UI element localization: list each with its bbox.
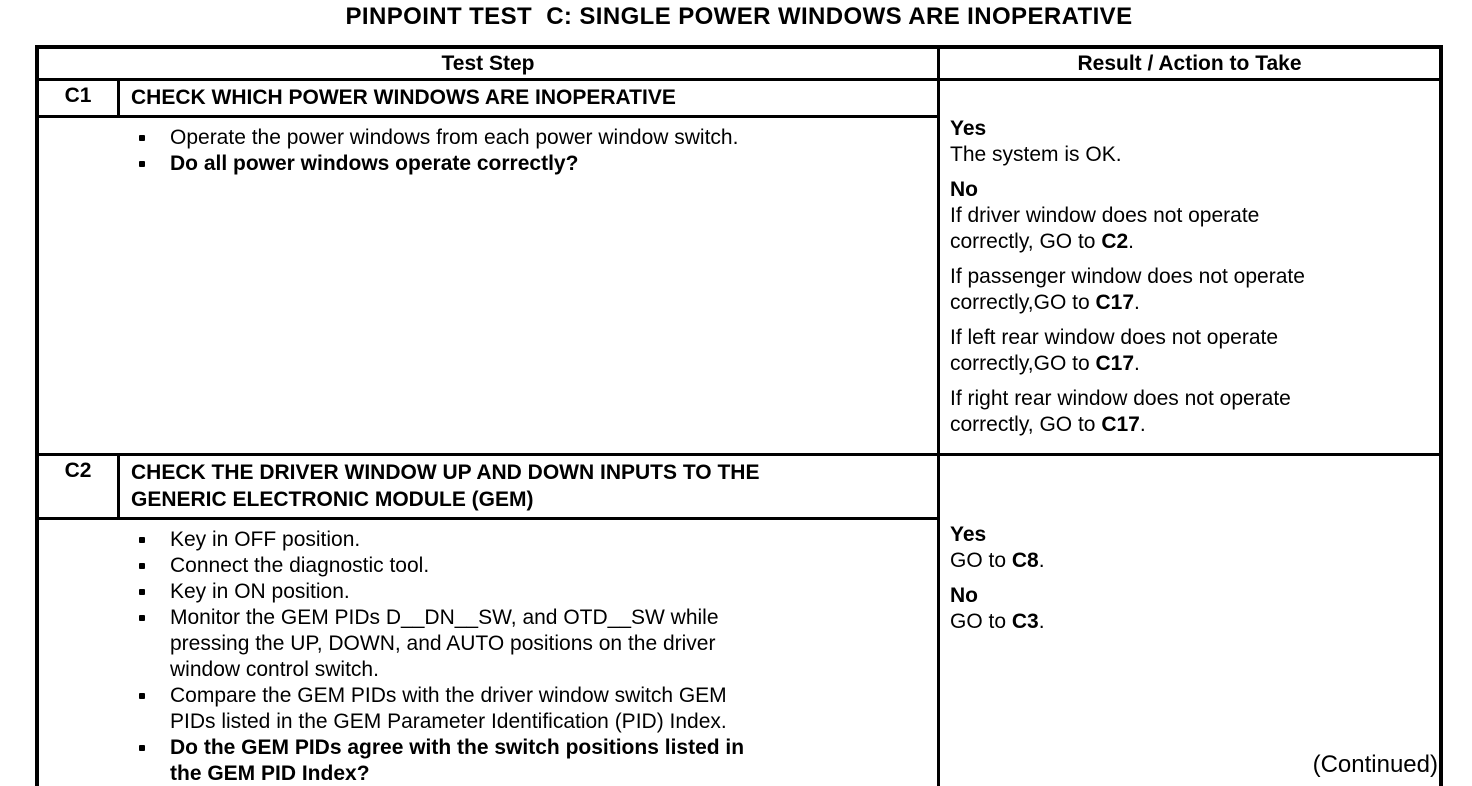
test-step-cell: C1 CHECK WHICH POWER WINDOWS ARE INOPERAT… xyxy=(39,81,940,453)
step-id: C2 xyxy=(39,456,120,517)
result-label: Yes xyxy=(950,117,987,140)
instruction-text: Key in OFF position. xyxy=(170,528,361,551)
instruction-text: Compare the GEM PIDs with the driver win… xyxy=(170,684,727,733)
result-segment: . xyxy=(1134,291,1140,314)
result-segment: . xyxy=(1038,610,1045,633)
step-header: C1 CHECK WHICH POWER WINDOWS ARE INOPERAT… xyxy=(39,81,937,118)
step-reference: C17 xyxy=(1095,291,1135,314)
result-block: No If driver window does not operate corr… xyxy=(950,177,1409,438)
result-segment: If passenger window does not operate cor… xyxy=(950,265,1305,314)
step-instructions: Operate the power windows from each powe… xyxy=(39,118,937,426)
result-segment: . xyxy=(1038,549,1045,572)
step-id: C1 xyxy=(39,81,120,115)
result-segment: GO to xyxy=(950,610,1012,633)
instruction-item: Key in ON position. xyxy=(39,579,937,605)
column-header-result: Result / Action to Take xyxy=(1077,52,1302,75)
step-reference: C8 xyxy=(1011,549,1039,572)
bullet-icon xyxy=(139,589,145,595)
bullet-icon xyxy=(139,537,145,543)
result-segment: If right rear window does not operate co… xyxy=(950,387,1291,436)
bullet-icon xyxy=(139,745,145,751)
result-text: GO to C8. xyxy=(950,548,1409,574)
bullet-icon xyxy=(139,693,145,699)
instruction-item: Do the GEM PIDs agree with the switch po… xyxy=(39,735,937,786)
step-reference: C17 xyxy=(1095,352,1135,375)
result-label: No xyxy=(950,178,978,201)
step-instructions: Key in OFF position. Connect the diagnost… xyxy=(39,520,937,786)
instruction-text: Operate the power windows from each powe… xyxy=(170,126,739,149)
step-reference: C3 xyxy=(1011,610,1039,633)
bullet-icon xyxy=(139,563,145,569)
instruction-item: Monitor the GEM PIDs D__DN__SW, and OTD_… xyxy=(39,605,937,683)
step-reference: C17 xyxy=(1101,413,1140,436)
page-title: PINPOINT TEST C: SINGLE POWER WINDOWS AR… xyxy=(345,3,1133,30)
result-segment: . xyxy=(1128,230,1135,253)
result-text: If driver window does not operate correc… xyxy=(950,203,1409,255)
step-reference: C2 xyxy=(1101,230,1129,253)
instruction-item: Do all power windows operate correctly? xyxy=(39,151,937,177)
instruction-text: Connect the diagnostic tool. xyxy=(170,554,430,577)
column-header-test-step: Test Step xyxy=(39,49,940,78)
result-segment: The system is OK. xyxy=(950,143,1122,166)
bullet-icon xyxy=(139,615,145,621)
instruction-text: Monitor the GEM PIDs D__DN__SW, and OTD_… xyxy=(170,606,719,681)
test-step-row-c1: C1 CHECK WHICH POWER WINDOWS ARE INOPERAT… xyxy=(39,81,1439,453)
result-text: If left rear window does not operate cor… xyxy=(950,325,1409,377)
result-text: The system is OK. xyxy=(950,142,1409,168)
instruction-text: Do the GEM PIDs agree with the switch po… xyxy=(170,736,745,785)
table-header-row: Test Step Result / Action to Take xyxy=(39,49,1439,81)
result-text: GO to C3. xyxy=(950,609,1409,635)
result-segment: GO to xyxy=(950,549,1012,572)
result-text: If passenger window does not operate cor… xyxy=(950,264,1409,316)
bullet-icon xyxy=(139,161,145,167)
result-segment: If left rear window does not operate cor… xyxy=(950,326,1279,375)
step-title: CHECK WHICH POWER WINDOWS ARE INOPERATIV… xyxy=(131,86,676,109)
result-segment: . xyxy=(1134,352,1140,375)
continued-note: (Continued) xyxy=(1312,751,1438,778)
step-title: CHECK THE DRIVER WINDOW UP AND DOWN INPU… xyxy=(131,461,760,511)
result-label: No xyxy=(950,584,978,607)
instruction-item: Compare the GEM PIDs with the driver win… xyxy=(39,683,937,735)
result-segment: If driver window does not operate correc… xyxy=(950,204,1260,253)
result-label: Yes xyxy=(950,523,987,546)
instruction-text: Do all power windows operate correctly? xyxy=(170,152,579,175)
instruction-item: Operate the power windows from each powe… xyxy=(39,125,937,151)
instruction-item: Key in OFF position. xyxy=(39,527,937,553)
instruction-text: Key in ON position. xyxy=(170,580,350,603)
table-body: C1 CHECK WHICH POWER WINDOWS ARE INOPERAT… xyxy=(39,81,1439,786)
result-segment: . xyxy=(1139,413,1146,436)
bullet-icon xyxy=(139,135,145,141)
instruction-item: Connect the diagnostic tool. xyxy=(39,553,937,579)
result-text: If right rear window does not operate co… xyxy=(950,386,1409,438)
